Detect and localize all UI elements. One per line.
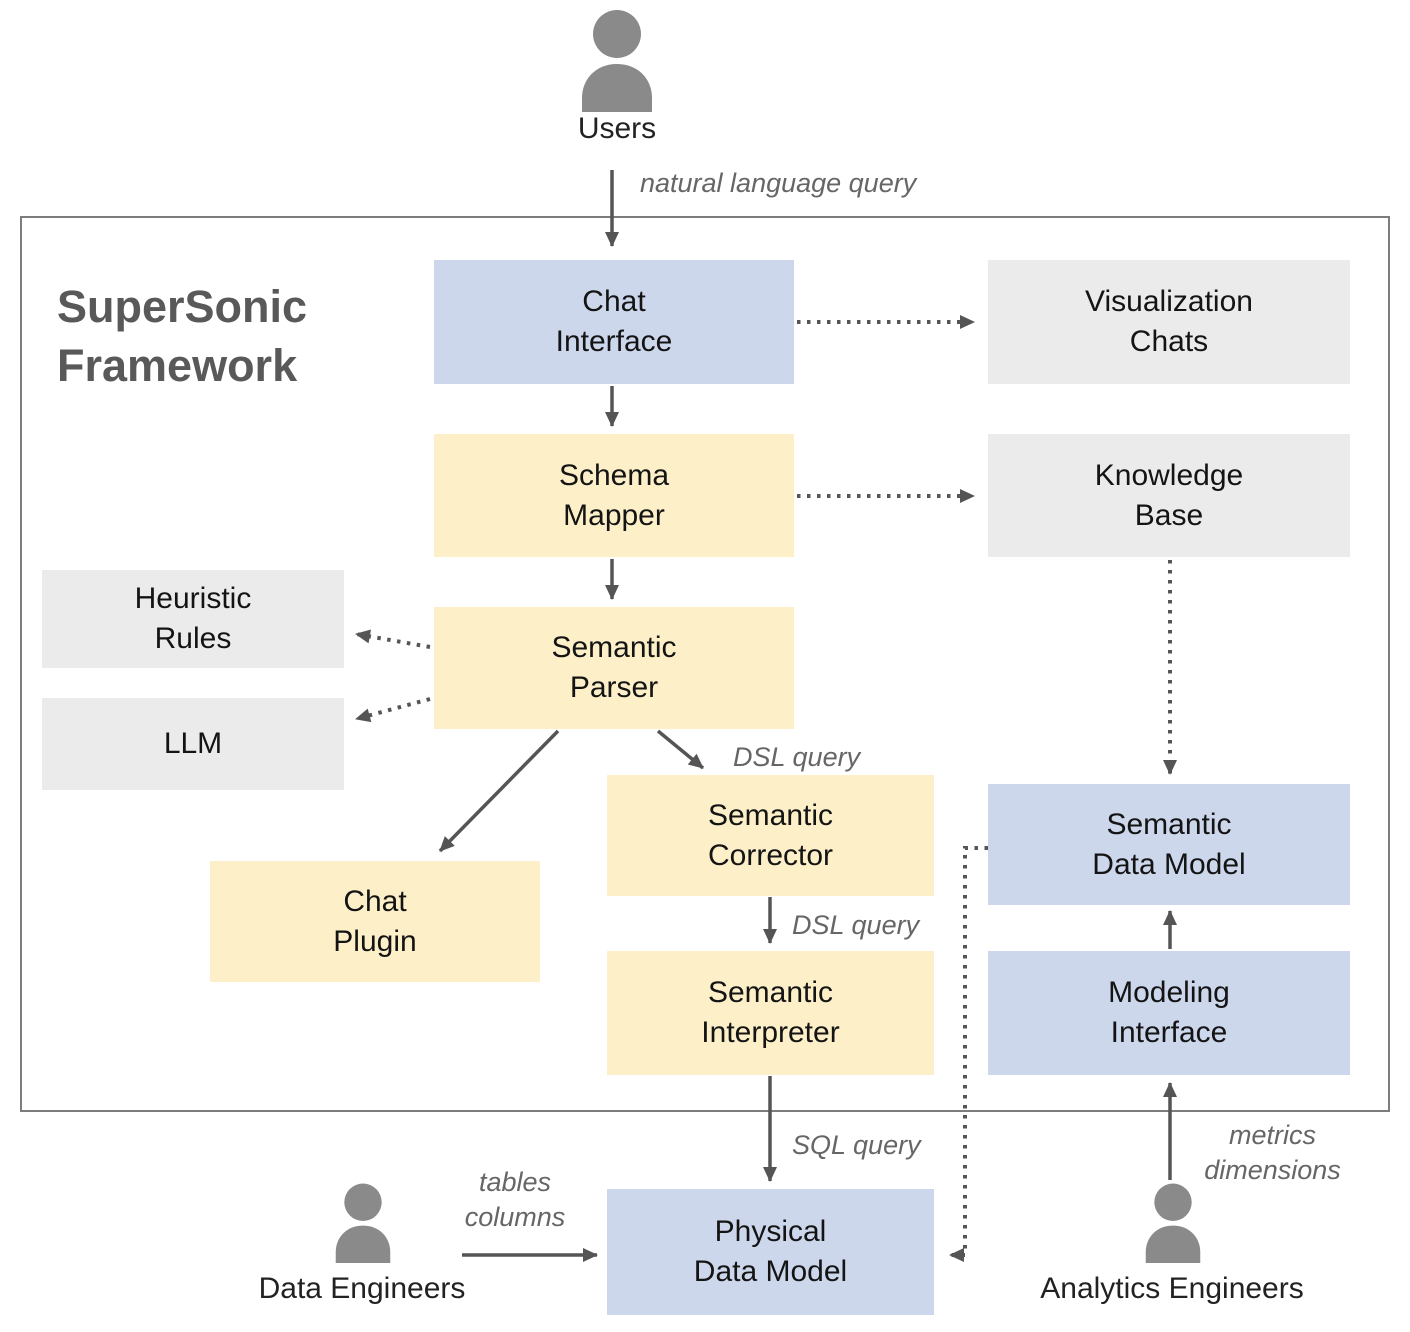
edge-label-natural-language-query: natural language query	[640, 168, 917, 198]
node-semantic-data-model: Semantic Data Model	[988, 784, 1350, 905]
edge-label-metrics-dimensions: metrics dimensions	[1204, 1120, 1341, 1186]
analytics-engineers-label: Analytics Engineers	[1040, 1272, 1304, 1305]
node-physical-data-model: Physical Data Model	[607, 1189, 934, 1315]
node-heuristic-rules: Heuristic Rules	[42, 570, 344, 668]
edge-label-tables-columns: tables columns	[464, 1167, 566, 1233]
node-visualization-chats: Visualization Chats	[988, 260, 1350, 384]
users-label: Users	[577, 112, 657, 145]
node-semantic-parser: Semantic Parser	[434, 607, 794, 729]
users-icon	[582, 10, 652, 112]
node-schema-mapper: Schema Mapper	[434, 434, 794, 557]
edge-label-dsl-query-1: DSL query	[733, 742, 861, 772]
node-knowledge-base: Knowledge Base	[988, 434, 1350, 557]
node-modeling-interface: Modeling Interface	[988, 951, 1350, 1075]
edge-label-dsl-query-2: DSL query	[792, 910, 920, 940]
node-llm: LLM	[42, 698, 344, 790]
node-semantic-corrector: Semantic Corrector	[607, 775, 934, 896]
node-chat-plugin: Chat Plugin	[210, 861, 540, 982]
edge-label-sql-query: SQL query	[792, 1130, 921, 1160]
node-chat-interface: Chat Interface	[434, 260, 794, 384]
framework-title: SuperSonic Framework	[57, 281, 308, 391]
node-semantic-interpreter: Semantic Interpreter	[607, 951, 934, 1075]
data-engineers-icon	[335, 1183, 391, 1263]
analytics-engineers-icon	[1145, 1183, 1201, 1263]
data-engineers-label: Data Engineers	[258, 1272, 466, 1305]
